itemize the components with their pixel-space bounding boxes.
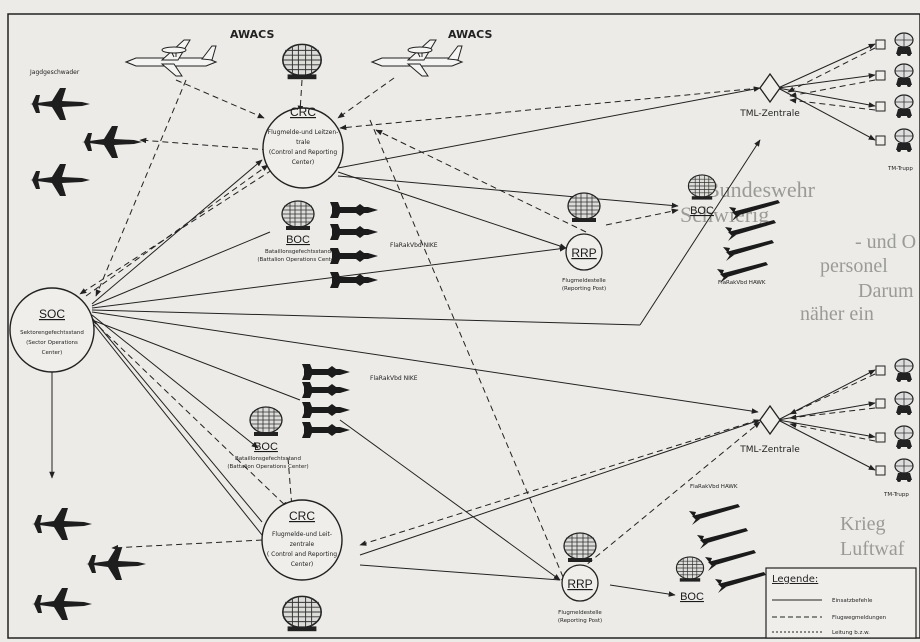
rrp-top-label: RRP bbox=[571, 246, 596, 260]
tml-bottom-node: TML-Zentrale TM-Trupp bbox=[739, 358, 914, 498]
awacs-right-label: AWACS bbox=[448, 28, 492, 41]
legend: Legende: Einsatzbefehle Flugwegmeldungen… bbox=[765, 567, 917, 639]
bleed-line-1: Bundeswehr bbox=[705, 177, 816, 202]
crc-top-node: CRC Flugmelde-und Leitzen- trale (Contro… bbox=[262, 105, 344, 189]
crc-bottom-text-1: Flugmelde-und Leit- bbox=[272, 531, 332, 538]
hawk-bottom-label: FlaRakVbd HAWK bbox=[690, 484, 738, 490]
boc-bottom-label: BOC bbox=[254, 441, 278, 453]
boc-hawk-bottom: FlaRakVbd HAWK BOC bbox=[675, 484, 766, 603]
fighter-wing-label: Jagdgeschwader bbox=[29, 69, 80, 76]
awacs-left: AWACS bbox=[125, 28, 274, 77]
legend-item-2: Flugwegmeldungen bbox=[832, 615, 887, 621]
tml-bottom-label: TML-Zentrale bbox=[739, 445, 800, 455]
radome-crc1 bbox=[282, 43, 322, 80]
tm-top-label: TM-Trupp bbox=[887, 166, 913, 172]
rrp-top-text-2: (Reporting Post) bbox=[562, 286, 606, 292]
boc-top-text-2: (Battalion Operations Center) bbox=[257, 257, 338, 263]
rrp-bottom-text-2: (Reporting Post) bbox=[558, 618, 602, 624]
rrp-bottom-text-1: Flugmeldestelle bbox=[558, 610, 602, 616]
boc-bottom-text-2: (Battalion Operations Center) bbox=[227, 464, 308, 470]
fighter-jets-bottom bbox=[32, 508, 146, 620]
radome-crc2 bbox=[282, 595, 322, 632]
boc-top-text-1: Bataillonsgefechtsstand bbox=[265, 249, 331, 255]
tml-top-node: TML-Zentrale TM-Trupp bbox=[739, 32, 914, 172]
legend-item-1: Einsatzbefehle bbox=[832, 598, 873, 604]
crc-bottom-text-4: Center) bbox=[291, 561, 314, 568]
rrp-top-text-1: Flugmeldestelle bbox=[562, 278, 606, 284]
nike-top-label: FlaRakVbd NIKE bbox=[390, 242, 438, 249]
crc-top-text-2: trale bbox=[296, 139, 310, 146]
boc-nike-top: BOC Bataillonsgefechtsstand (Battalion O… bbox=[257, 200, 438, 288]
crc-top-text-4: Center) bbox=[292, 159, 315, 166]
bleed-line-3: - und O bbox=[855, 231, 916, 253]
nike-bottom-label: FlaRakVbd NIKE bbox=[370, 375, 418, 382]
tm-bottom-label: TM-Trupp bbox=[883, 492, 909, 498]
legend-title: Legende: bbox=[772, 574, 818, 585]
soc-text-1: Sektorengefechtsstand bbox=[20, 330, 84, 336]
crc-top-title: CRC bbox=[290, 105, 316, 119]
bleed-line-2: Schwierig bbox=[680, 202, 769, 227]
bleed-line-6: näher ein bbox=[800, 303, 874, 325]
tml-top-label: TML-Zentrale bbox=[739, 109, 800, 119]
crc-bottom-title: CRC bbox=[289, 509, 315, 523]
rrp-bottom-label: RRP bbox=[567, 577, 592, 591]
hawk-top-label: FlaRakVbd HAWK bbox=[718, 280, 766, 286]
soc-title: SOC bbox=[39, 307, 65, 321]
legend-item-3: Leitung b.z.w. bbox=[832, 630, 870, 636]
rrp-bottom-node: RRP Flugmeldestelle (Reporting Post) bbox=[558, 532, 602, 624]
report-lines bbox=[79, 47, 876, 585]
soc-text-2: (Sector Operations bbox=[26, 340, 78, 346]
boc-nike-bottom: FlaRakVbd NIKE BOC Bataillonsgefechtssta… bbox=[227, 364, 418, 470]
bleed-through-text: Bundeswehr Schwierig - und O personel Da… bbox=[680, 177, 916, 560]
bleed-line-4: personel bbox=[820, 255, 888, 277]
bleed-line-5: Darum bbox=[858, 280, 914, 302]
crc-bottom-node: CRC Flugmelde-und Leit- zentrale ( Contr… bbox=[261, 499, 343, 581]
bleed-line-8: Luftwaf bbox=[840, 538, 905, 560]
boc-hawk-top-label: BOC bbox=[690, 205, 714, 217]
awacs-right: AWACS bbox=[371, 28, 492, 77]
boc-hawk-bottom-label: BOC bbox=[680, 591, 704, 603]
crc-bottom-text-3: ( Control and Reporting bbox=[267, 551, 337, 558]
soc-node: SOC Sektorengefechtsstand (Sector Operat… bbox=[9, 287, 95, 373]
awacs-left-label: AWACS bbox=[230, 28, 274, 41]
frame-border bbox=[7, 13, 920, 639]
fighter-jets-top bbox=[30, 88, 142, 196]
bleed-line-7: Krieg bbox=[840, 513, 886, 535]
crc-top-text-3: (Control and Reporting bbox=[269, 149, 337, 156]
boc-hawk-top: BOC FlaRakVbd HAWK bbox=[687, 174, 780, 286]
rrp-top-node: RRP Flugmeldestelle (Reporting Post) bbox=[562, 192, 606, 292]
boc-top-label: BOC bbox=[286, 234, 310, 246]
boc-bottom-text-1: Bataillonsgefechtsstand bbox=[235, 456, 301, 462]
soc-text-3: Center) bbox=[42, 350, 63, 356]
crc-bottom-text-2: zentrale bbox=[290, 541, 315, 548]
command-lines bbox=[49, 43, 876, 597]
crc-top-text-1: Flugmelde-und Leitzen- bbox=[268, 129, 339, 136]
